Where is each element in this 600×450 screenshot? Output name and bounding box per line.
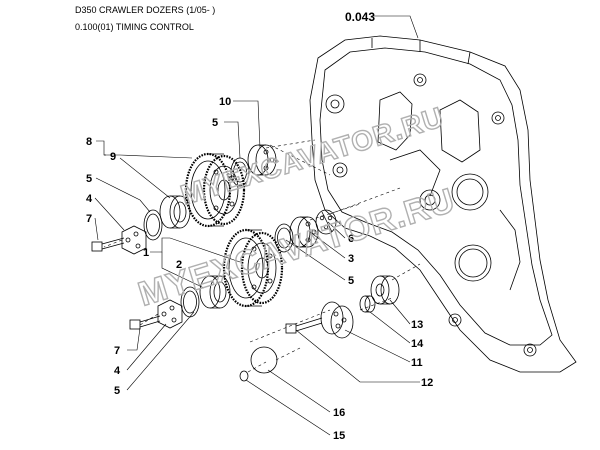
callout-14: 14	[411, 338, 424, 350]
lower-bolt-7	[129, 315, 161, 330]
upper-hub-10	[247, 144, 277, 176]
upper-ring-5-left	[143, 209, 163, 241]
callout-5: 5	[212, 117, 218, 129]
small-ring-15	[239, 370, 249, 382]
upper-washer-4	[121, 225, 147, 255]
diagram-subtitle: 0.100(01) TIMING CONTROL	[75, 22, 194, 32]
callout-7: 7	[114, 345, 120, 357]
callout-6: 6	[348, 233, 354, 245]
upper-bushing-9	[159, 195, 191, 229]
watermarks: MYEXCAVATOR.RU MYEXCAVATOR.RU	[133, 100, 460, 314]
upper-timing-gear	[184, 152, 246, 228]
callout-3: 3	[348, 253, 354, 265]
diagram-title: D350 CRAWLER DOZERS (1/05- )	[75, 5, 216, 15]
timing-cover-housing	[309, 35, 577, 373]
upper-bolt-7	[91, 237, 125, 252]
callout-5: 5	[114, 385, 120, 397]
callout-5: 5	[348, 275, 354, 287]
callout-15: 15	[333, 430, 345, 442]
callout-11: 11	[411, 357, 423, 369]
callout-16: 16	[333, 407, 345, 419]
callout-9: 9	[110, 151, 116, 163]
callout-1: 1	[143, 247, 149, 259]
lower-timing-gear	[222, 228, 284, 308]
alignment-lines	[103, 139, 421, 373]
callout-labels: 0.043 10 5 8 9 5 4 7 1 2 6 3 5 7 4 5 13 …	[86, 10, 433, 442]
callout-0-043: 0.043	[345, 10, 375, 24]
callout-2: 2	[176, 259, 182, 271]
lower-bushing	[199, 275, 231, 309]
callout-12: 12	[421, 377, 433, 389]
leader-lines	[94, 15, 420, 436]
callout-10: 10	[219, 96, 231, 108]
idler-plate-11	[320, 301, 354, 339]
callout-13: 13	[411, 319, 423, 331]
callout-4: 4	[114, 365, 121, 377]
callout-5: 5	[86, 173, 92, 185]
idler-hub-13	[370, 275, 400, 305]
callout-7: 7	[86, 213, 92, 225]
callout-4: 4	[86, 193, 93, 205]
idler-bolt-12	[285, 317, 323, 334]
callout-8: 8	[86, 136, 92, 148]
disc-16	[250, 346, 278, 374]
